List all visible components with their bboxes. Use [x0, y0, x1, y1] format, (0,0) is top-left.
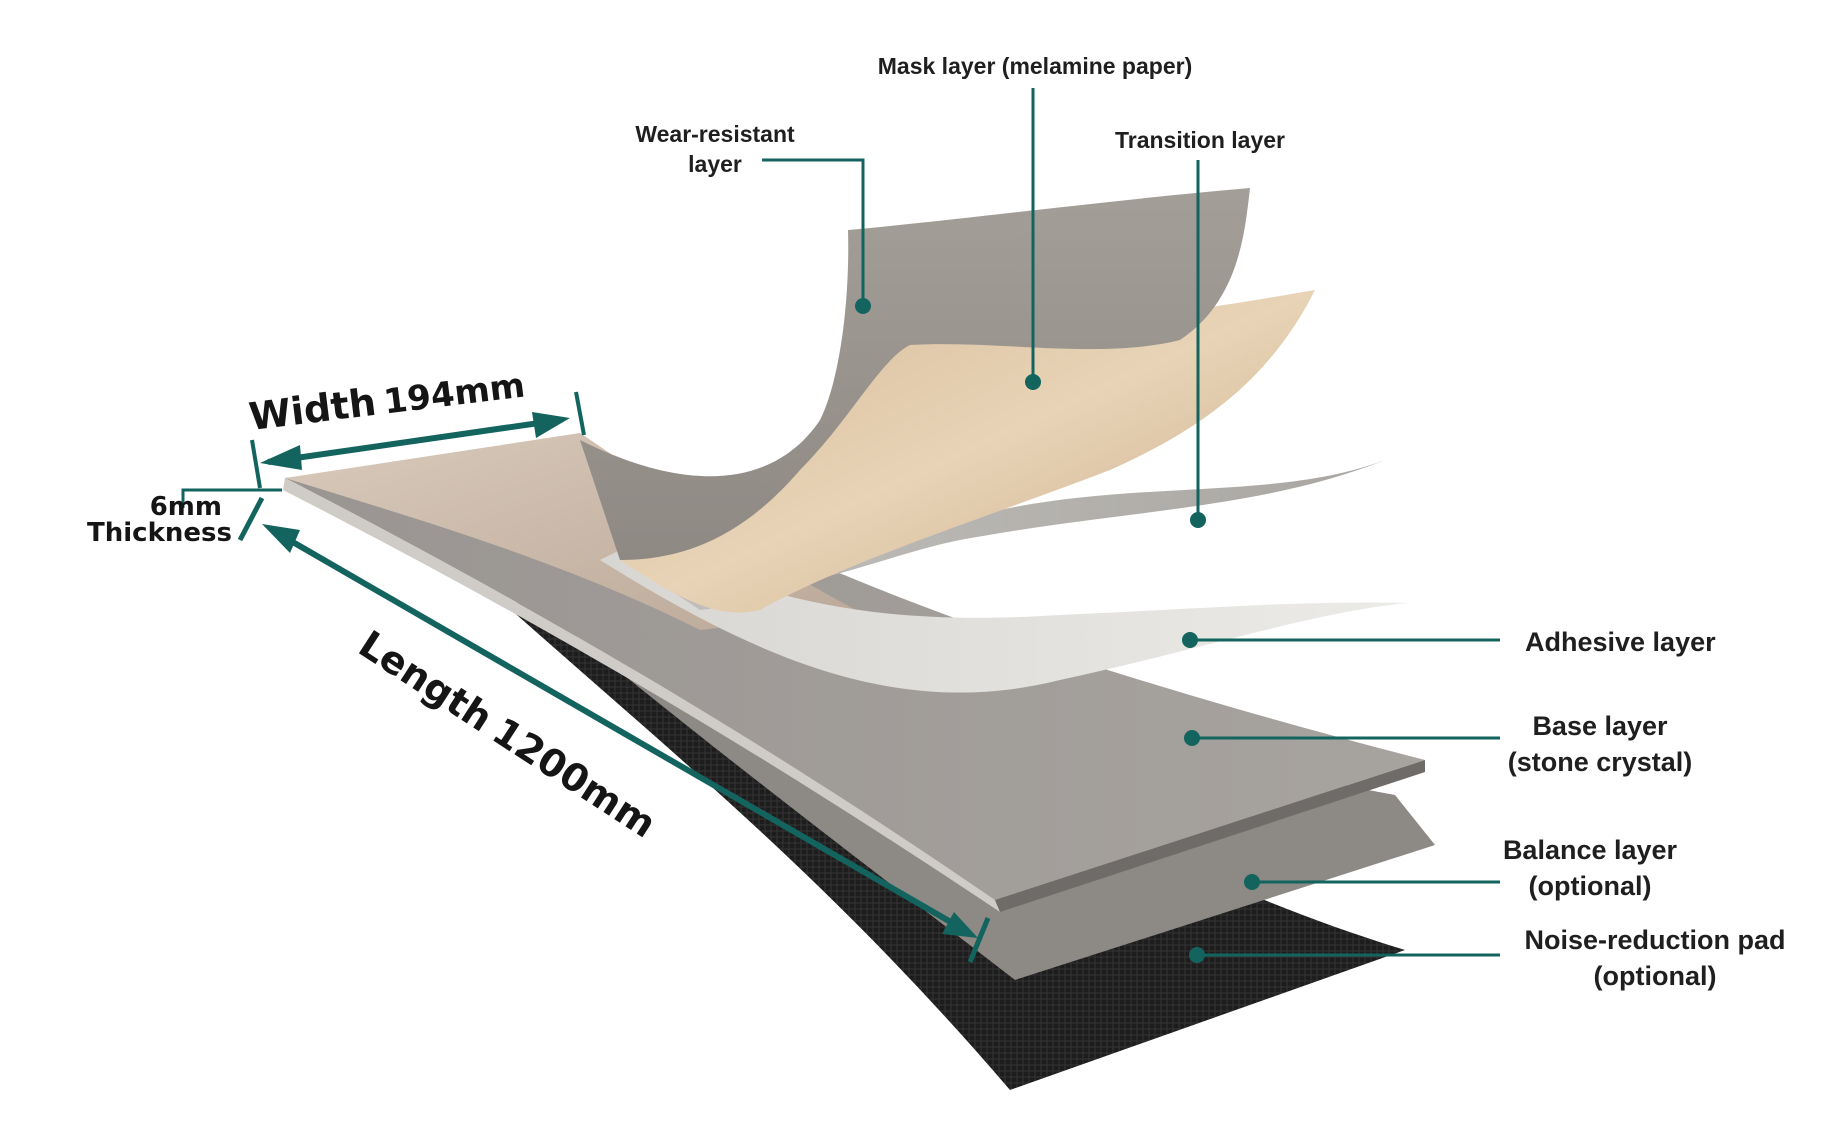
label-line: Wear-resistant	[635, 121, 795, 147]
label-transition-layer: Transition layer	[1100, 126, 1300, 156]
label-line: Transition layer	[1114, 127, 1285, 153]
mask-layer-shape	[620, 290, 1315, 613]
transition-layer-dot	[1190, 512, 1206, 528]
wear-layer-dot	[855, 298, 871, 314]
thickness-label-text: Thickness	[87, 518, 232, 548]
label-line: Balance layer	[1502, 835, 1678, 865]
label-mask-layer: Mask layer (melamine paper)	[840, 52, 1230, 82]
noise-pad-dot	[1189, 947, 1205, 963]
adhesive-layer-dot	[1182, 632, 1198, 648]
label-line: (stone crystal)	[1507, 747, 1693, 778]
base-layer-dot	[1184, 730, 1200, 746]
width-dimension	[250, 391, 586, 489]
label-noise-reduction-pad: Noise-reduction pad (optional)	[1510, 922, 1800, 995]
label-line: Noise-reduction pad	[1524, 925, 1786, 955]
label-adhesive-layer: Adhesive layer	[1525, 624, 1716, 660]
label-balance-layer: Balance layer (optional)	[1480, 832, 1700, 905]
mask-layer-dot	[1025, 374, 1041, 390]
thickness-dimension	[181, 488, 282, 542]
balance-layer-dot	[1244, 874, 1260, 890]
label-line: Base layer	[1532, 711, 1668, 741]
wear-resistant-layer-shape	[580, 188, 1250, 560]
label-line: Adhesive layer	[1525, 627, 1716, 657]
label-line: layer	[688, 150, 742, 177]
label-base-layer: Base layer (stone crystal)	[1480, 708, 1720, 781]
base-layer-groove	[995, 760, 1425, 912]
label-wear-resistant-layer: Wear-resistant layer	[620, 120, 810, 180]
base-layer-edge	[283, 478, 1000, 912]
adhesive-layer-shape	[600, 540, 1410, 693]
label-line: (optional)	[1593, 961, 1717, 992]
label-line: (optional)	[1528, 871, 1652, 902]
length-dimension	[262, 524, 991, 963]
leader-lines	[762, 88, 1500, 963]
thickness-label: 6mm Thickness	[87, 492, 232, 548]
label-line: Mask layer (melamine paper)	[877, 53, 1193, 79]
thickness-value: 6mm	[149, 492, 222, 522]
